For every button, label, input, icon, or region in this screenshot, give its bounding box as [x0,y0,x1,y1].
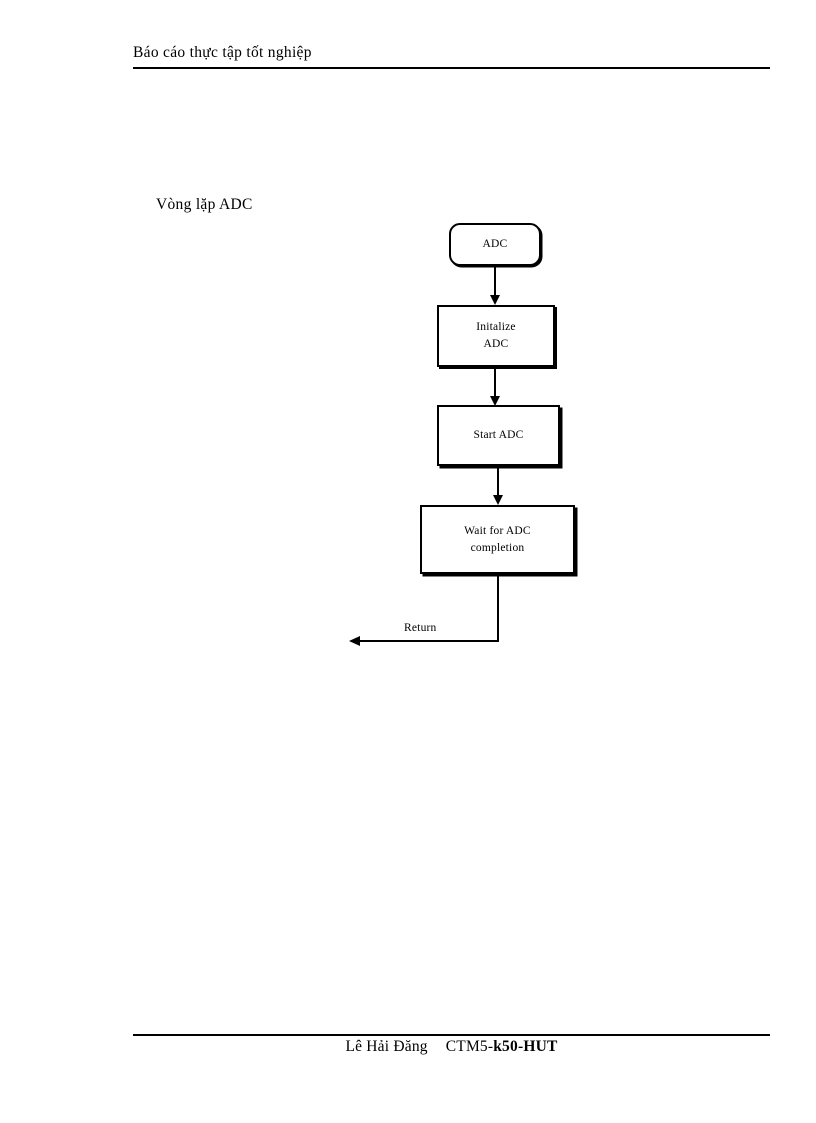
flow-node-wait-for-adc: Wait for ADC completion [420,505,575,574]
flow-node-start-adc: Start ADC [437,405,560,466]
page-header: Báo cáo thực tập tốt nghiệp [133,44,770,61]
flow-node-adc-terminal: ADC [449,223,541,266]
header-title: Báo cáo thực tập tốt nghiệp [133,44,312,61]
footer-class-bold: k50-HUT [493,1038,558,1055]
footer-author: Lê Hải Đăng [345,1038,428,1055]
flow-node-wait-line1: Wait for ADC [464,524,531,537]
connector-return-horizontal [360,640,499,642]
flow-node-initalize-line2: ADC [483,338,509,350]
arrowhead-return-icon [349,636,360,646]
arrowhead-start-to-wait-icon [493,495,503,505]
arrowhead-init-to-start-icon [490,396,500,406]
arrowhead-adc-to-init-icon [490,295,500,305]
connector-adc-to-init [494,266,496,296]
header-divider [133,67,770,69]
flow-node-initalize-adc: Initalize ADC [437,305,555,367]
section-caption: Vòng lặp ADC [156,196,253,213]
flow-node-start-adc-label: Start ADC [473,429,524,442]
flow-node-wait-line2: completion [470,541,525,554]
connector-init-to-start [494,367,496,396]
footer-class-prefix: CTM5- [445,1038,494,1055]
page-footer: Lê Hải Đăng CTM5-k50-HUT [133,1038,770,1056]
flow-node-adc-label: ADC [482,238,508,251]
footer-divider [133,1034,770,1036]
connector-return-label: Return [404,622,437,634]
connector-wait-to-return-vertical [497,574,499,642]
connector-start-to-wait [497,466,499,495]
flow-node-initalize-line1: Initalize [476,321,516,334]
